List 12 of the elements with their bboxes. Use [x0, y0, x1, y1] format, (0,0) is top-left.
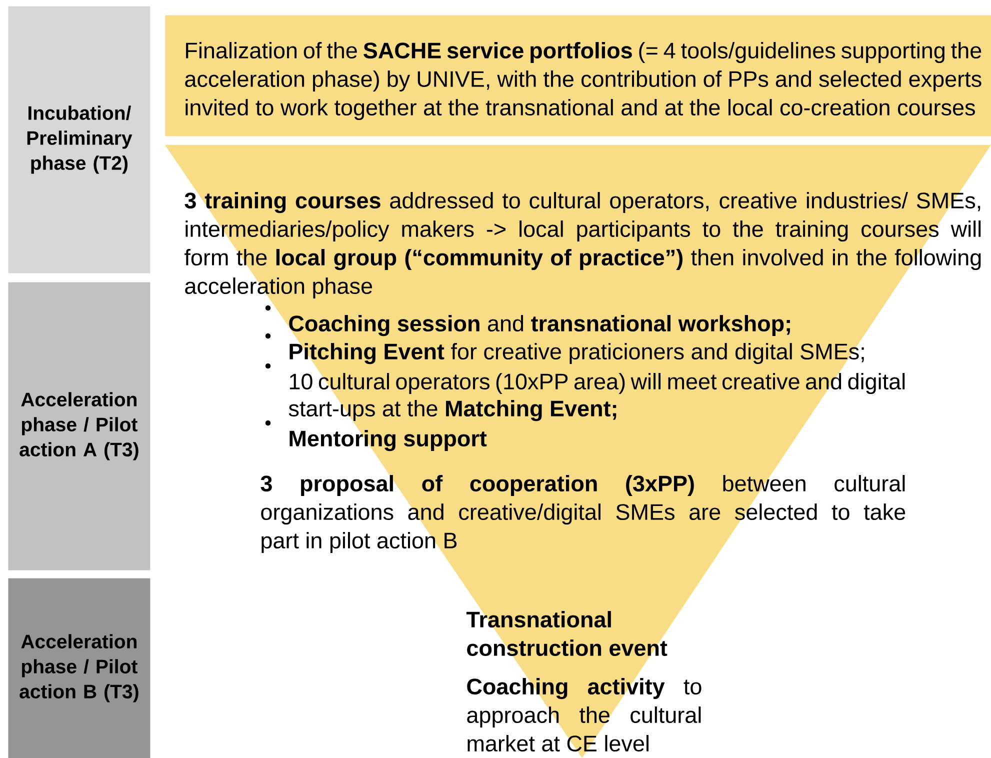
- text-paragraph: Coaching activity to approach the cultural market at CE level: [467, 678, 702, 752]
- phase-box: Acceleration phase / Pilot action B (T3): [8, 578, 150, 758]
- text-paragraph: Transnational construction event: [466, 611, 668, 656]
- text-band: Finalization of the SACHE service portfolios (= 4 tools/guidelines supporting the acceleration phase) by UNIVE, with the contribution of PPs and selected experts invited to work together at the transnational and at the local co-creation courses: [165, 15, 991, 136]
- bullet-item: Pitching Event for creative praticioners and digital SMEs;: [290, 343, 864, 364]
- bullet-item: Coaching session and transnational workshop;: [289, 315, 790, 336]
- text-paragraph: 3 proposal of cooperation (3xPP) between cultural organizations and creative/digital SMEs are selected to take part in pilot action B: [260, 475, 906, 553]
- text-paragraph: 3 training courses addressed to cultural operators, creative industries/ SMEs, intermediaries/policy makers -> local participants to the training courses will form the local group (“community of practice”) then involved in the following acceleration phase: [184, 192, 981, 298]
- bullet-item: Mentoring support: [290, 430, 487, 452]
- bullet-item: 10 cultural operators (10xPP area) will meet creative and digital start-ups at the Matching Event;: [288, 373, 905, 422]
- phase-box: Incubation/ Preliminary phase (T2): [8, 6, 150, 274]
- phase-box: Acceleration phase / Pilot action A (T3): [8, 282, 150, 570]
